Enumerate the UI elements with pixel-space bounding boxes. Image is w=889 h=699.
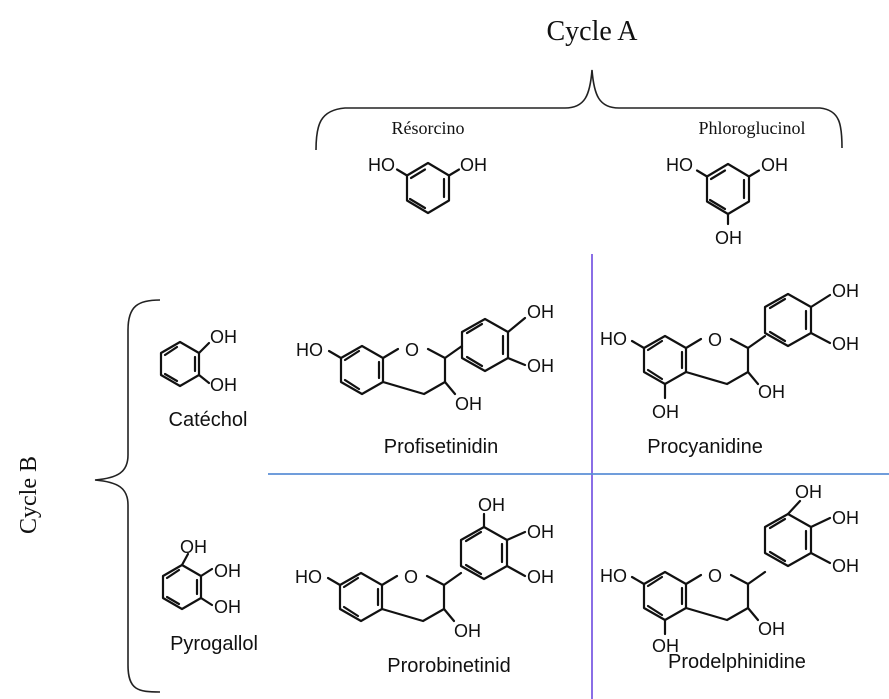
prorobinetinid-oh-b2: OH	[527, 522, 554, 542]
profisetinidin-oh-3: OH	[455, 394, 482, 414]
procyanidine-oh-5: OH	[652, 402, 679, 422]
catechol-oh-2: OH	[210, 375, 237, 395]
profisetinidin-label: Profisetinidin	[384, 436, 499, 458]
catechol-structure: OH OH Catéchol	[159, 327, 248, 431]
procyanidine-oh-b1: OH	[832, 281, 859, 301]
profisetinidin-oh-b2: OH	[527, 356, 554, 376]
profisetinidin-oh-b1: OH	[527, 302, 554, 322]
phloroglucinol-structure: Phloroglucinol HO OH OH	[666, 118, 806, 248]
profisetinidin-ho: HO	[296, 340, 323, 360]
procyanidine-structure: HO O OH OH OH OH Procyanidine	[600, 281, 859, 458]
cycle-a-title: Cycle A	[547, 16, 639, 47]
cycle-b-title: Cycle B	[16, 456, 42, 534]
procyanidine-o: O	[708, 330, 722, 350]
cycle-a-brace	[315, 69, 843, 151]
resorcino-oh-right: OH	[460, 155, 487, 175]
prorobinetinid-label: Prorobinetinid	[387, 655, 510, 677]
prorobinetinid-oh-b1: OH	[478, 495, 505, 515]
procyanidine-label: Procyanidine	[647, 436, 763, 458]
phloroglucinol-label: Phloroglucinol	[699, 118, 806, 138]
prorobinetinid-structure: HO O OH OH OH OH Prorobinetinid	[295, 495, 554, 677]
pyrogallol-oh-2: OH	[214, 561, 241, 581]
pyrogallol-oh-1: OH	[180, 537, 207, 557]
phloroglucinol-oh-right: OH	[761, 155, 788, 175]
pyrogallol-structure: OH OH OH Pyrogallol	[161, 537, 258, 655]
prodelphinidine-structure: HO O OH OH OH OH OH Prodelphinidine	[600, 482, 859, 673]
prorobinetinid-oh-b3: OH	[527, 567, 554, 587]
procyanidine-ho: HO	[600, 329, 627, 349]
profisetinidin-o: O	[405, 340, 419, 360]
catechol-oh-1: OH	[210, 327, 237, 347]
prodelphinidine-ho: HO	[600, 566, 627, 586]
prodelphinidine-oh-b3: OH	[832, 556, 859, 576]
procyanidine-oh-3: OH	[758, 382, 785, 402]
prodelphinidine-oh-3: OH	[758, 619, 785, 639]
prodelphinidine-oh-b2: OH	[832, 508, 859, 528]
prodelphinidine-o: O	[708, 566, 722, 586]
phloroglucinol-oh-left: HO	[666, 155, 693, 175]
cycle-b-brace	[94, 299, 161, 693]
resorcino-oh-left: HO	[368, 155, 395, 175]
prorobinetinid-o: O	[404, 567, 418, 587]
pyrogallol-label: Pyrogallol	[170, 633, 258, 655]
profisetinidin-structure: HO O OH OH OH Profisetinidin	[296, 302, 554, 458]
prorobinetinid-oh-3: OH	[454, 621, 481, 641]
prodelphinidine-label: Prodelphinidine	[668, 651, 806, 673]
prodelphinidine-oh-5: OH	[652, 636, 679, 656]
resorcinol-structure: Résorcino HO OH	[368, 118, 487, 215]
resorcino-label: Résorcino	[392, 118, 465, 138]
prodelphinidine-oh-b1: OH	[795, 482, 822, 502]
pyrogallol-oh-3: OH	[214, 597, 241, 617]
phloroglucinol-oh-bottom: OH	[715, 228, 742, 248]
catechol-label: Catéchol	[169, 409, 248, 431]
procyanidine-oh-b2: OH	[832, 334, 859, 354]
prorobinetinid-ho: HO	[295, 567, 322, 587]
